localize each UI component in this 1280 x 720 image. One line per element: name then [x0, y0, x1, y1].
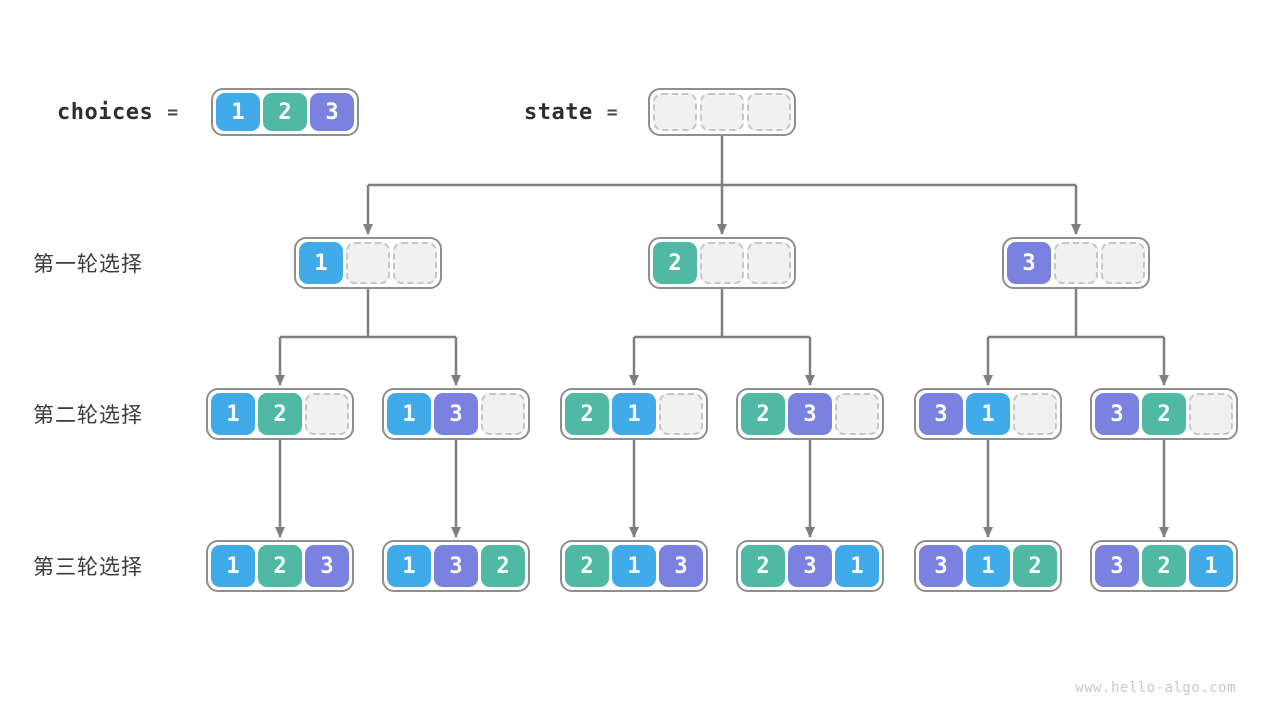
- choices-label-text: choices: [57, 99, 154, 125]
- empty-slot: [653, 93, 697, 131]
- state-equals-sign: =: [606, 101, 618, 123]
- value-cell-2: 2: [263, 93, 307, 131]
- value-cell-2: 2: [653, 242, 697, 284]
- empty-slot: [1101, 242, 1145, 284]
- empty-slot: [1054, 242, 1098, 284]
- value-cell-3: 3: [434, 393, 478, 435]
- value-cell-3: 3: [1095, 545, 1139, 587]
- tree-node-2: 2: [648, 237, 796, 289]
- value-cell-1: 1: [612, 393, 656, 435]
- value-cell-3: 3: [919, 545, 963, 587]
- value-cell-1: 1: [966, 545, 1010, 587]
- value-cell-1: 1: [835, 545, 879, 587]
- value-cell-2: 2: [741, 393, 785, 435]
- value-cell-1: 1: [1189, 545, 1233, 587]
- value-cell-3: 3: [659, 545, 703, 587]
- round-2-label: 第二轮选择: [33, 404, 143, 427]
- value-cell-2: 2: [565, 393, 609, 435]
- value-cell-1: 1: [211, 393, 255, 435]
- value-cell-1: 1: [211, 545, 255, 587]
- value-cell-1: 1: [612, 545, 656, 587]
- empty-slot: [747, 242, 791, 284]
- empty-slot: [1013, 393, 1057, 435]
- value-cell-1: 1: [966, 393, 1010, 435]
- value-cell-1: 1: [299, 242, 343, 284]
- round-1-label: 第一轮选择: [33, 253, 143, 276]
- value-cell-3: 3: [1095, 393, 1139, 435]
- state-array-root: [648, 88, 796, 136]
- empty-slot: [393, 242, 437, 284]
- value-cell-3: 3: [310, 93, 354, 131]
- value-cell-2: 2: [565, 545, 609, 587]
- value-cell-3: 3: [434, 545, 478, 587]
- value-cell-2: 2: [741, 545, 785, 587]
- empty-slot: [305, 393, 349, 435]
- value-cell-3: 3: [919, 393, 963, 435]
- empty-slot: [481, 393, 525, 435]
- value-cell-1: 1: [216, 93, 260, 131]
- value-cell-2: 2: [1142, 393, 1186, 435]
- value-cell-2: 2: [258, 393, 302, 435]
- value-cell-1: 1: [387, 545, 431, 587]
- empty-slot: [346, 242, 390, 284]
- tree-node-1: 1: [294, 237, 442, 289]
- value-cell-2: 2: [1142, 545, 1186, 587]
- state-label: state =: [524, 88, 618, 136]
- empty-slot: [1189, 393, 1233, 435]
- empty-slot: [700, 242, 744, 284]
- value-cell-1: 1: [387, 393, 431, 435]
- tree-node-3: 3: [1002, 237, 1150, 289]
- empty-slot: [659, 393, 703, 435]
- site-watermark: www.hello-algo.com: [1075, 680, 1236, 696]
- empty-slot: [747, 93, 791, 131]
- choices-label: choices =: [57, 88, 178, 136]
- value-cell-2: 2: [1013, 545, 1057, 587]
- value-cell-3: 3: [305, 545, 349, 587]
- value-cell-2: 2: [481, 545, 525, 587]
- value-cell-3: 3: [788, 393, 832, 435]
- empty-slot: [835, 393, 879, 435]
- value-cell-3: 3: [1007, 242, 1051, 284]
- empty-slot: [700, 93, 744, 131]
- state-label-text: state: [524, 99, 593, 125]
- value-cell-2: 2: [258, 545, 302, 587]
- round-3-label: 第三轮选择: [33, 556, 143, 579]
- value-cell-3: 3: [788, 545, 832, 587]
- choices-equals-sign: =: [167, 101, 179, 123]
